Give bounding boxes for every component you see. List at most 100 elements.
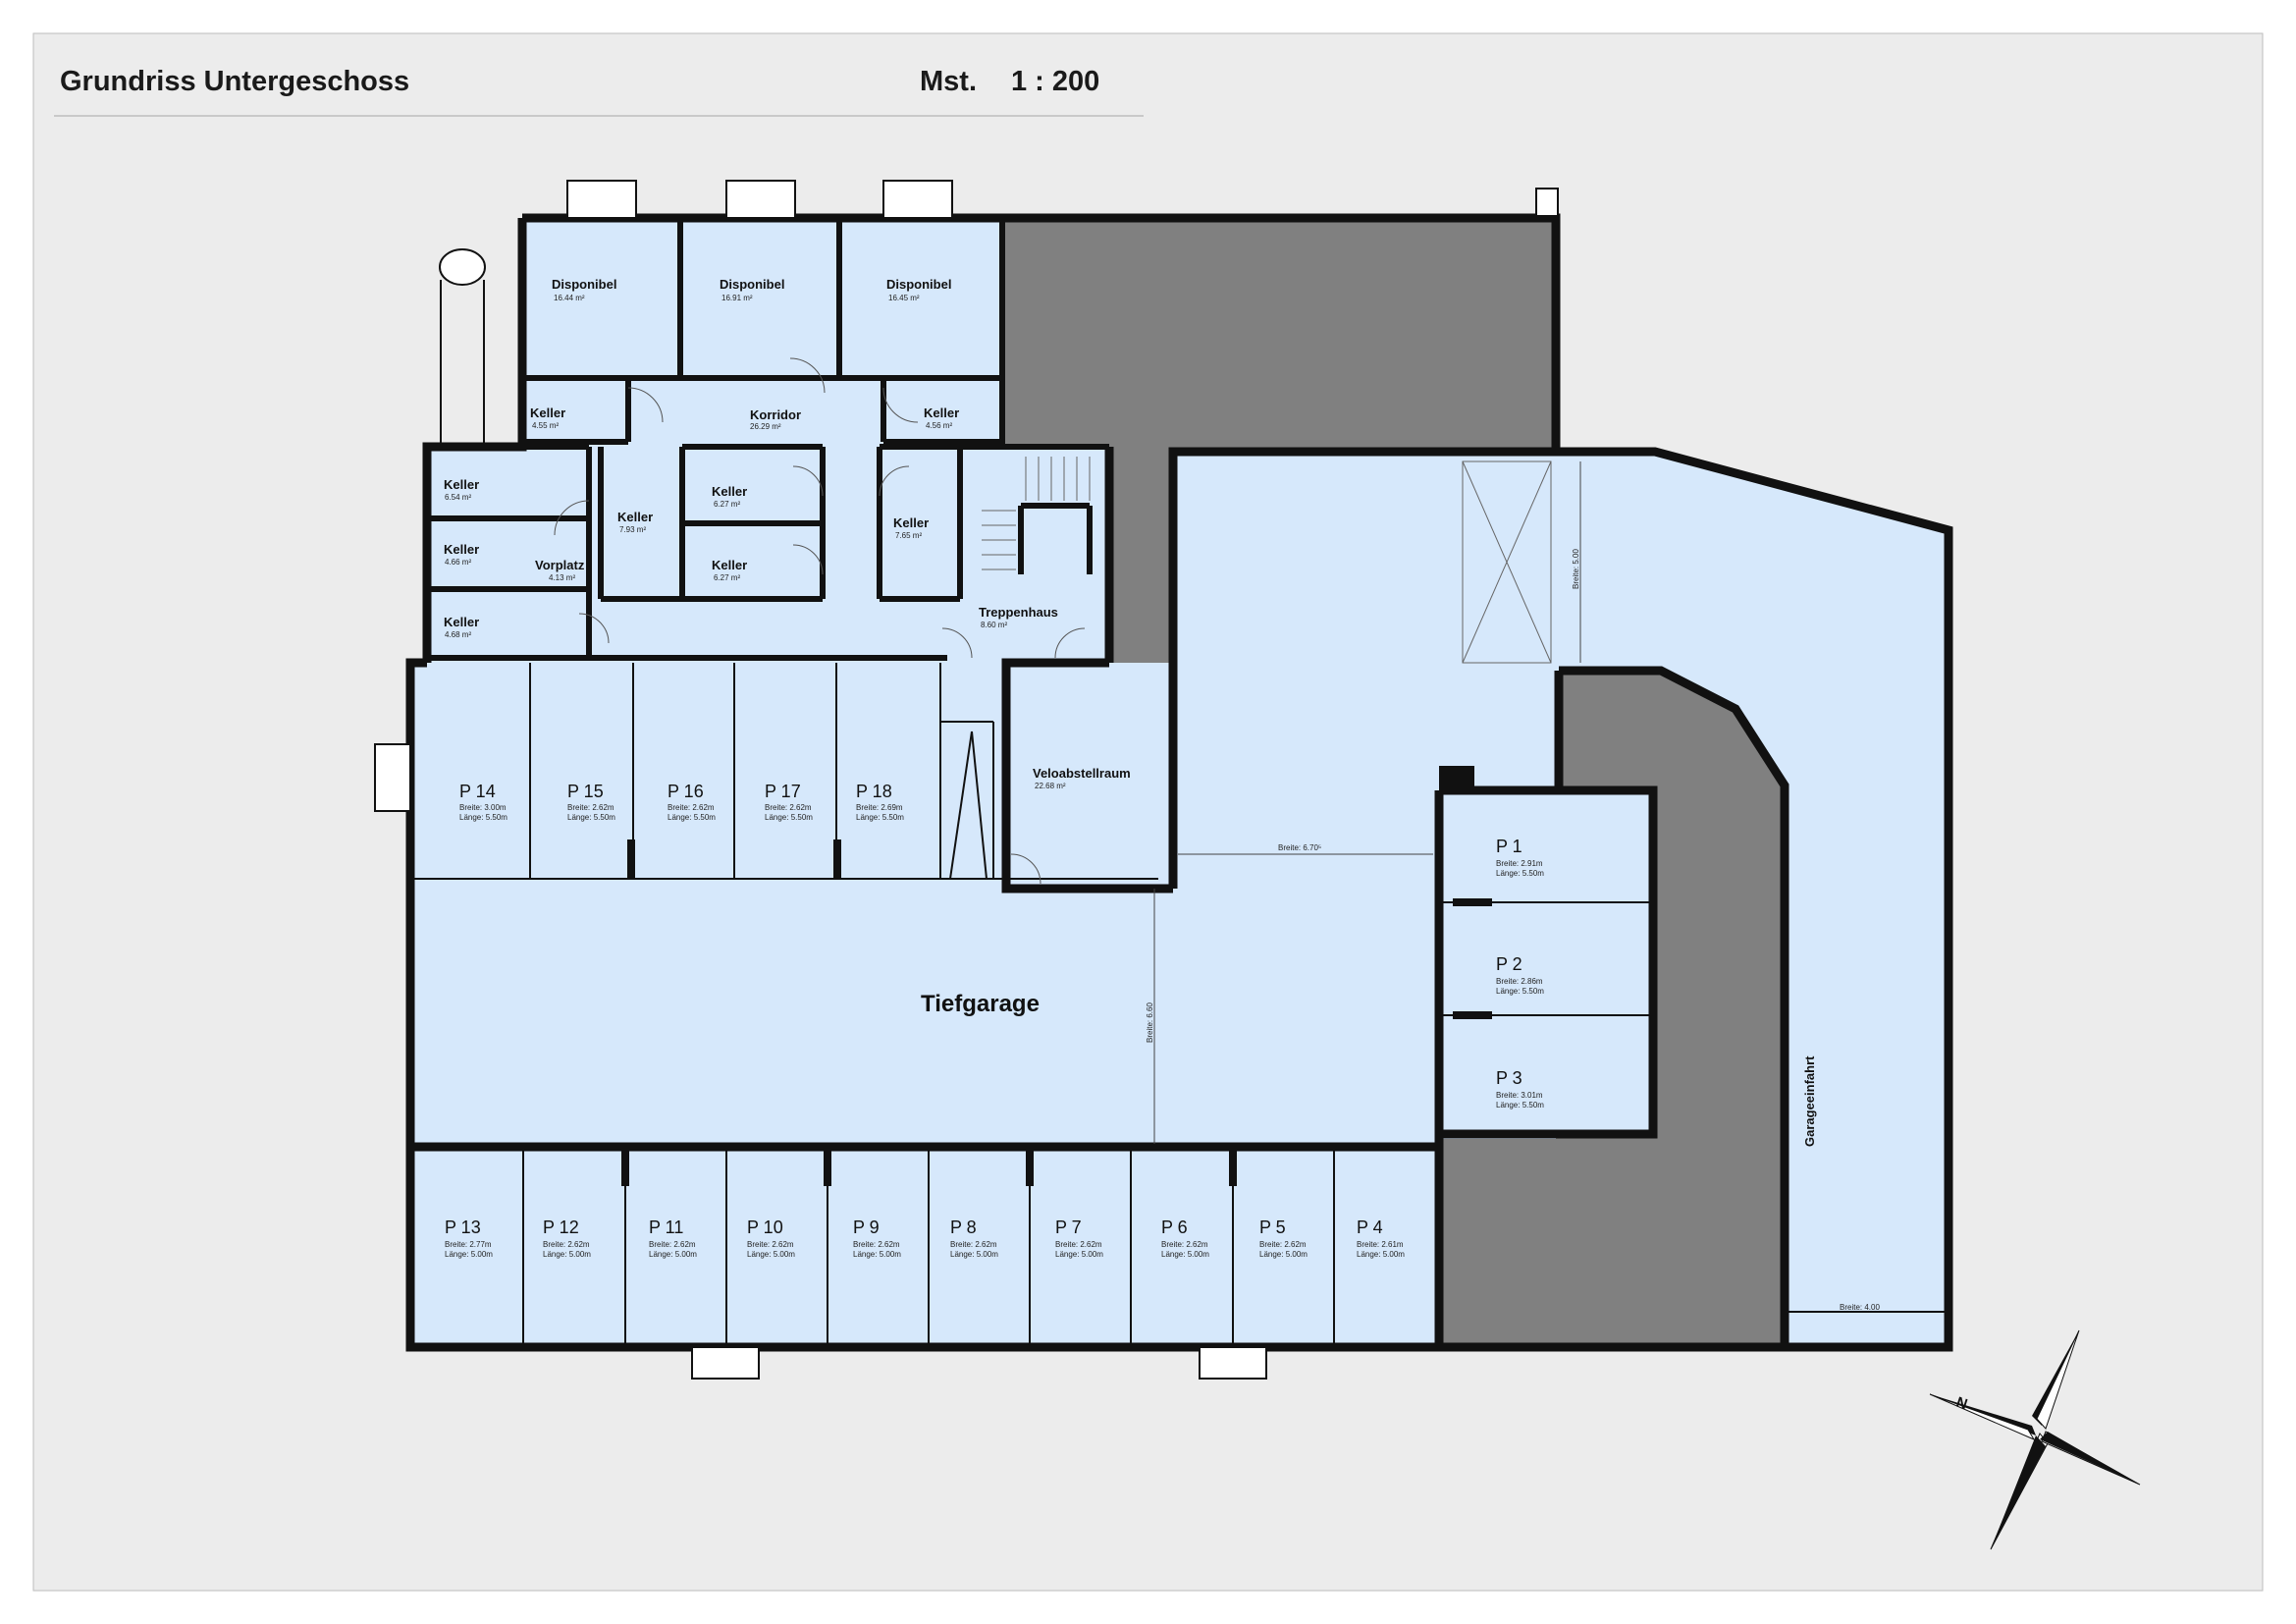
parking-breite-p15: Breite: 2.62m (567, 803, 614, 812)
room-keller-d-name: Keller (444, 542, 479, 557)
parking-breite-p11: Breite: 2.62m (649, 1240, 696, 1249)
room-korridor-name: Korridor (750, 407, 801, 422)
parking-label-p12: P 12 (543, 1218, 579, 1237)
room-keller-h-area: 6.27 m² (714, 573, 740, 582)
room-keller-e-area: 4.68 m² (445, 630, 471, 639)
room-disp2-area: 16.91 m² (721, 294, 753, 302)
room-keller-g-name: Keller (712, 484, 747, 499)
dimension-breite-660: Breite: 6.60 (1146, 1002, 1154, 1043)
room-vorplatz-area: 4.13 m² (549, 573, 575, 582)
parking-laenge-p12: Länge: 5.00m (543, 1250, 591, 1259)
room-keller-b-name: Keller (924, 406, 959, 420)
room-keller-f-name: Keller (617, 510, 653, 524)
parking-breite-p16: Breite: 2.62m (667, 803, 715, 812)
parking-label-p16: P 16 (667, 782, 704, 801)
room-keller-a-area: 4.55 m² (532, 421, 559, 430)
parking-laenge-p13: Länge: 5.00m (445, 1250, 493, 1259)
parking-breite-p14: Breite: 3.00m (459, 803, 507, 812)
dimension-breite-400: Breite: 4.00 (1840, 1303, 1880, 1312)
room-tiefgarage-name: Tiefgarage (921, 991, 1040, 1017)
parking-laenge-p9: Länge: 5.00m (853, 1250, 901, 1259)
parking-breite-p4: Breite: 2.61m (1357, 1240, 1404, 1249)
parking-breite-p7: Breite: 2.62m (1055, 1240, 1102, 1249)
parking-breite-p8: Breite: 2.62m (950, 1240, 997, 1249)
scale-value: 1 : 200 (1011, 66, 1099, 97)
room-disp1-area: 16.44 m² (554, 294, 585, 302)
room-disp3-name: Disponibel (886, 277, 951, 292)
parking-laenge-p16: Länge: 5.50m (667, 813, 716, 822)
parking-breite-p6: Breite: 2.62m (1161, 1240, 1208, 1249)
parking-label-p1: P 1 (1496, 837, 1522, 856)
parking-laenge-p1: Länge: 5.50m (1496, 869, 1544, 878)
room-keller-d-area: 4.66 m² (445, 558, 471, 567)
parking-label-p2: P 2 (1496, 954, 1522, 974)
parking-label-p17: P 17 (765, 782, 801, 801)
parking-breite-p12: Breite: 2.62m (543, 1240, 590, 1249)
solid-area-southeast (1439, 1134, 1785, 1343)
room-keller-e-name: Keller (444, 615, 479, 629)
room-keller-b-area: 4.56 m² (926, 421, 952, 430)
parking-label-p9: P 9 (853, 1218, 880, 1237)
parking-label-p8: P 8 (950, 1218, 977, 1237)
plan-title: Grundriss Untergeschoss (60, 66, 409, 97)
room-treppenhaus-name: Treppenhaus (979, 605, 1058, 620)
parking-breite-p13: Breite: 2.77m (445, 1240, 492, 1249)
parking-breite-p1: Breite: 2.91m (1496, 859, 1543, 868)
room-velo-name: Veloabstellraum (1033, 766, 1131, 781)
parking-laenge-p8: Länge: 5.00m (950, 1250, 998, 1259)
room-keller-i-area: 7.65 m² (895, 531, 922, 540)
parking-breite-p18: Breite: 2.69m (856, 803, 903, 812)
parking-label-p5: P 5 (1259, 1218, 1286, 1237)
parking-breite-p17: Breite: 2.62m (765, 803, 812, 812)
room-keller-i-name: Keller (893, 515, 929, 530)
dimension-breite-500: Breite: 5.00 (1572, 549, 1580, 589)
parking-label-p13: P 13 (445, 1218, 481, 1237)
parking-laenge-p18: Länge: 5.50m (856, 813, 904, 822)
parking-laenge-p11: Länge: 5.00m (649, 1250, 697, 1259)
dimension-breite-670: Breite: 6.70⁵ (1278, 843, 1321, 852)
parking-laenge-p6: Länge: 5.00m (1161, 1250, 1209, 1259)
room-treppenhaus-area: 8.60 m² (981, 621, 1007, 629)
room-korridor-area: 26.29 m² (750, 422, 781, 431)
room-disp3-area: 16.45 m² (888, 294, 920, 302)
parking-breite-p10: Breite: 2.62m (747, 1240, 794, 1249)
parking-label-p7: P 7 (1055, 1218, 1082, 1237)
room-vorplatz-name: Vorplatz (535, 558, 585, 572)
parking-laenge-p7: Länge: 5.00m (1055, 1250, 1103, 1259)
room-disp2-name: Disponibel (720, 277, 784, 292)
parking-laenge-p17: Länge: 5.50m (765, 813, 813, 822)
room-keller-h-name: Keller (712, 558, 747, 572)
parking-label-p14: P 14 (459, 782, 496, 801)
parking-laenge-p10: Länge: 5.00m (747, 1250, 795, 1259)
parking-laenge-p3: Länge: 5.50m (1496, 1101, 1544, 1110)
parking-breite-p9: Breite: 2.62m (853, 1240, 900, 1249)
parking-label-p15: P 15 (567, 782, 604, 801)
room-keller-c-name: Keller (444, 477, 479, 492)
parking-laenge-p5: Länge: 5.00m (1259, 1250, 1308, 1259)
compass-rose-icon: N (1929, 1329, 2141, 1550)
parking-breite-p5: Breite: 2.62m (1259, 1240, 1307, 1249)
parking-breite-p2: Breite: 2.86m (1496, 977, 1543, 986)
parking-label-p4: P 4 (1357, 1218, 1383, 1237)
scale-label: Mst. (920, 66, 977, 97)
parking-laenge-p2: Länge: 5.50m (1496, 987, 1544, 996)
solid-area-north (1002, 218, 1556, 452)
room-keller-f-area: 7.93 m² (619, 525, 646, 534)
room-disp1-name: Disponibel (552, 277, 616, 292)
compass-north-label: N (1954, 1394, 1970, 1414)
parking-breite-p3: Breite: 3.01m (1496, 1091, 1543, 1100)
parking-laenge-p15: Länge: 5.50m (567, 813, 615, 822)
room-keller-c-area: 6.54 m² (445, 493, 471, 502)
parking-label-p10: P 10 (747, 1218, 783, 1237)
room-keller-g-area: 6.27 m² (714, 500, 740, 509)
parking-laenge-p4: Länge: 5.00m (1357, 1250, 1405, 1259)
room-velo-area: 22.68 m² (1035, 782, 1066, 790)
room-keller-a-name: Keller (530, 406, 565, 420)
parking-label-p6: P 6 (1161, 1218, 1188, 1237)
parking-label-p11: P 11 (649, 1218, 683, 1237)
garage-entrance-label: Garageeinfahrt (1802, 1056, 1817, 1147)
parking-laenge-p14: Länge: 5.50m (459, 813, 507, 822)
parking-label-p18: P 18 (856, 782, 892, 801)
